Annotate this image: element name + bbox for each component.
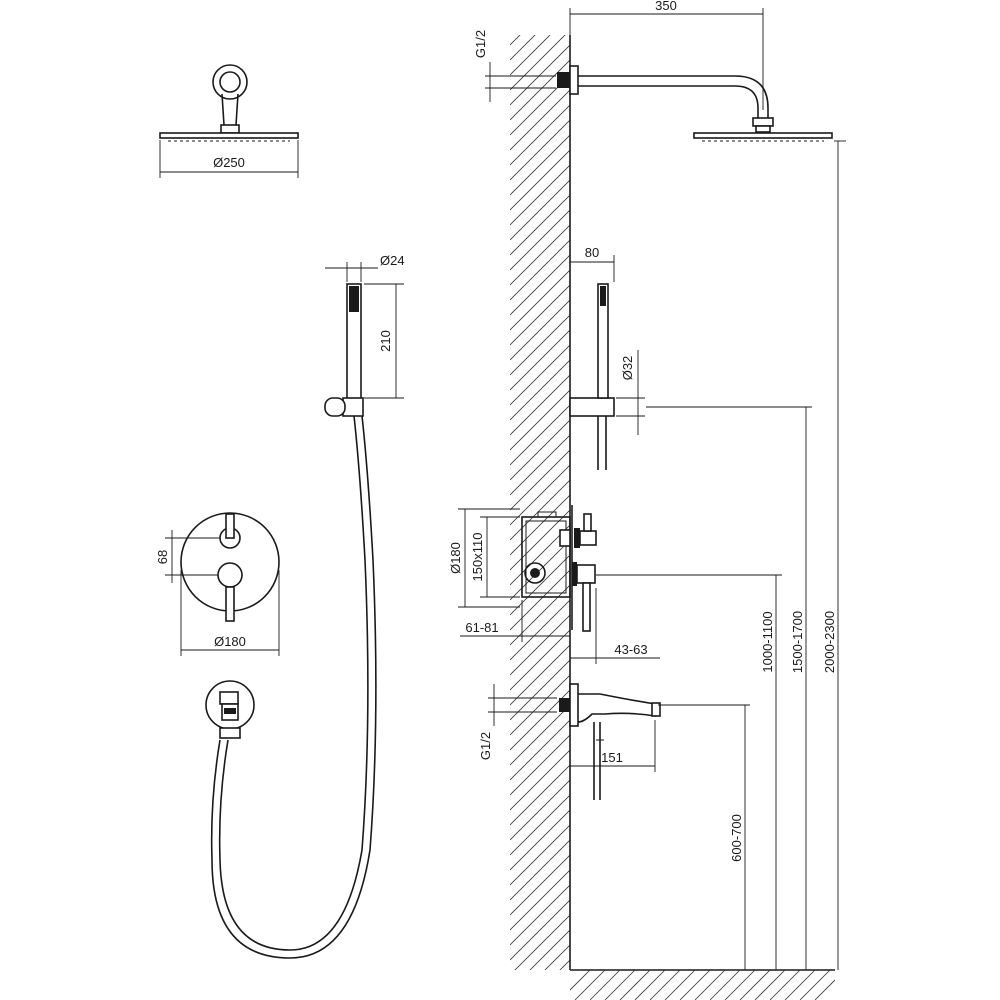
- label-holder-offset: 80: [585, 245, 599, 260]
- dimension-hand-shower-diameter: Ø24: [325, 253, 405, 282]
- dimension-mixer-height: 1000-1100: [596, 574, 782, 970]
- dimension-box-depth: 61-81: [460, 600, 570, 642]
- shower-arm-side-view: [557, 65, 833, 142]
- label-spout-height: 600-700: [729, 814, 744, 862]
- dimension-shower-head-diameter: Ø250: [159, 140, 299, 178]
- shower-head-top-view: [159, 64, 299, 142]
- label-arm-length: 350: [655, 0, 677, 13]
- dimension-head-height: 2000-2300: [822, 140, 846, 970]
- hand-shower: [210, 283, 377, 959]
- label-mixer-plate-diameter: Ø180: [214, 634, 246, 649]
- label-hand-shower-diameter: Ø24: [380, 253, 405, 268]
- label-box-depth: 61-81: [465, 620, 498, 635]
- hand-shower-holder-side-view: [569, 283, 615, 470]
- label-box-diameter: Ø180: [448, 542, 463, 574]
- label-spout-length: 151: [601, 750, 623, 765]
- dimension-box-diameter: Ø180: [448, 508, 520, 608]
- dimension-spout-inlet-thread: G1/2: [478, 684, 557, 760]
- mixer-plate-front-view: [180, 512, 280, 622]
- dimension-holder-height: 1500-1700: [646, 406, 812, 970]
- label-holder-diameter: Ø32: [620, 356, 635, 381]
- dimension-arm-length: 350: [569, 0, 764, 110]
- dimension-mixer-plate-diameter: Ø180: [180, 570, 280, 656]
- label-spout-inlet-thread: G1/2: [478, 732, 493, 760]
- label-mixer-spacing: 68: [155, 550, 170, 564]
- label-shower-head-diameter: Ø250: [213, 155, 245, 170]
- dimension-holder-diameter: Ø32: [616, 350, 645, 435]
- dimension-box-size: 150x110: [470, 516, 520, 598]
- dimension-mixer-spacing: 68: [155, 530, 220, 583]
- dimension-top-inlet-thread: G1/2: [473, 30, 556, 102]
- mixer-box-side-view: [521, 505, 597, 632]
- label-box-size: 150x110: [470, 533, 485, 582]
- wall-section: [510, 35, 835, 1000]
- dimension-spout-length: 151: [570, 720, 656, 772]
- label-holder-height: 1500-1700: [790, 611, 805, 673]
- wall-outlet: [205, 680, 255, 739]
- label-hand-shower-length: 210: [378, 330, 393, 352]
- dimension-holder-offset: 80: [569, 245, 615, 282]
- label-head-height: 2000-2300: [822, 611, 837, 673]
- dimension-hand-shower-length: 210: [364, 283, 404, 399]
- dimension-mixer-projection: 43-63: [570, 588, 660, 664]
- label-top-inlet-thread: G1/2: [473, 30, 488, 58]
- label-mixer-height: 1000-1100: [760, 611, 775, 672]
- label-mixer-projection: 43-63: [614, 642, 647, 657]
- bath-spout-side-view: [559, 683, 661, 800]
- dimension-spout-height: 600-700: [658, 704, 750, 970]
